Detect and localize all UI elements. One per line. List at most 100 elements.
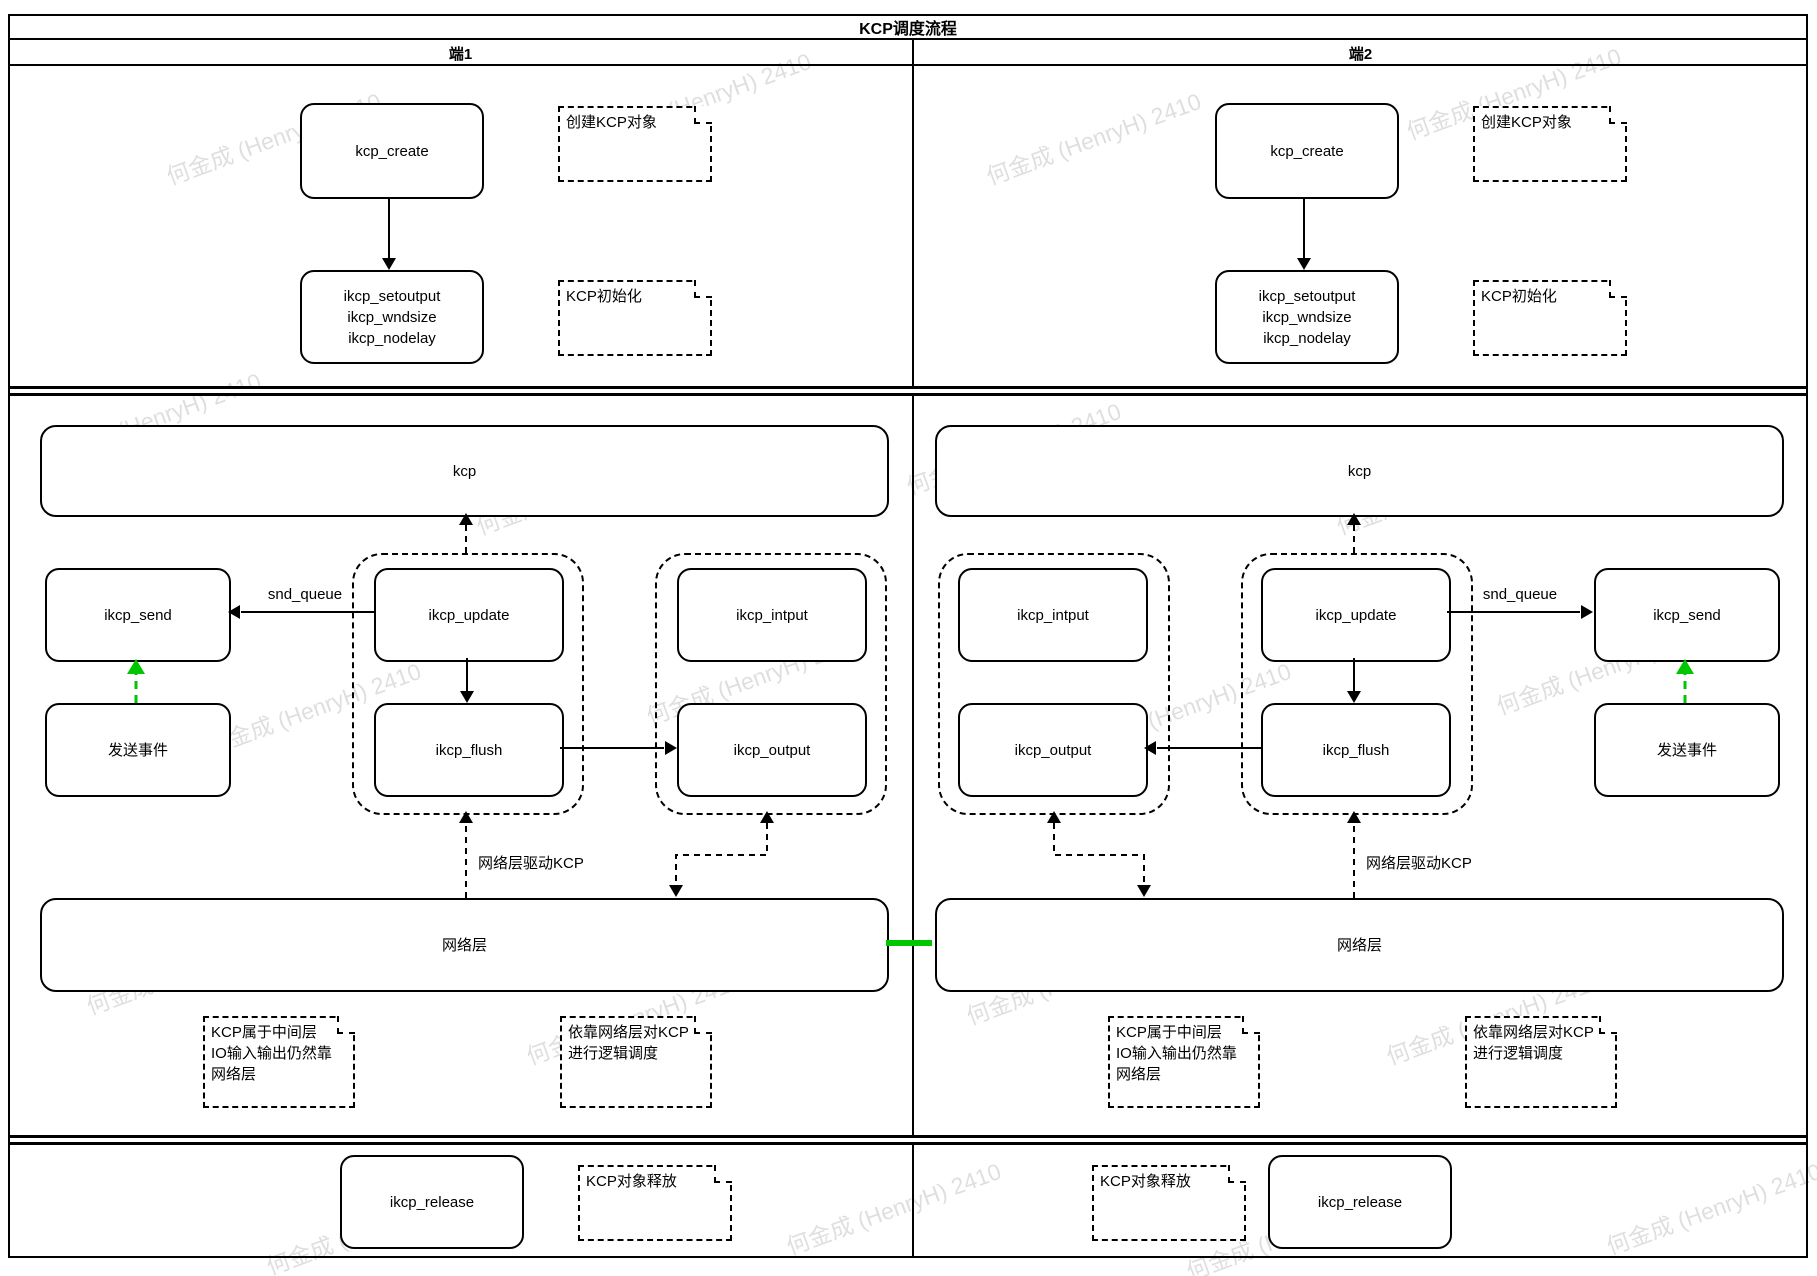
snd-queue-edge-label-e1: snd_queue xyxy=(267,586,343,603)
lane-divider-line xyxy=(912,40,914,1258)
ikcp-send-node-e2: ikcp_send xyxy=(1594,568,1780,662)
ikcp-send-node-e1: ikcp_send xyxy=(45,568,231,662)
ikcp-output-label-e1: ikcp_output xyxy=(733,741,811,759)
kcp-init-node-e1: ikcp_setoutput ikcp_wndsize ikcp_nodelay xyxy=(300,270,484,364)
ikcp-intput-label-e1: ikcp_intput xyxy=(736,606,808,624)
ikcp-intput-label-e2: ikcp_intput xyxy=(1017,606,1089,624)
ikcp-flush-label-e2: ikcp_flush xyxy=(1322,741,1390,759)
ikcp-update-label-e1: ikcp_update xyxy=(428,606,510,624)
input-output-group-e1 xyxy=(655,553,887,815)
net-drive-edge-label-e2: 网络层驱动KCP xyxy=(1366,855,1472,872)
elbow-io-group-network-e1 xyxy=(675,823,768,886)
note-rely-line-2: 进行逻辑调度 xyxy=(568,1045,659,1062)
note-fold-icon xyxy=(694,280,712,298)
ikcp-flush-node-e1: ikcp_flush xyxy=(374,703,564,797)
note-middle-line-3: 网络层 xyxy=(211,1066,257,1083)
arrowhead-right-icon xyxy=(1581,605,1593,619)
note-middle-line-2: IO输入输出仍然靠 xyxy=(1116,1045,1237,1062)
arrowhead-down-icon xyxy=(382,258,396,270)
note-rely-line-1: 依靠网络层对KCP xyxy=(568,1024,689,1041)
note-rely-network-e1: 依靠网络层对KCP 进行逻辑调度 xyxy=(560,1016,712,1108)
diagram-frame xyxy=(8,14,1808,1258)
note-rely-line-2: 进行逻辑调度 xyxy=(1473,1045,1564,1062)
ikcp-update-node-e1: ikcp_update xyxy=(374,568,564,662)
kcp-object-node-e2: kcp xyxy=(935,425,1784,517)
note-fold-icon xyxy=(1242,1016,1260,1034)
net-drive-edge-label-e1: 网络层驱动KCP xyxy=(478,855,584,872)
note-fold-icon xyxy=(337,1016,355,1034)
arrowhead-down-icon xyxy=(1137,885,1151,897)
note-create-kcp-text-e1: 创建KCP对象 xyxy=(566,114,657,131)
snd-queue-edge-label-e2: snd_queue xyxy=(1482,586,1558,603)
ikcp-release-label-e2: ikcp_release xyxy=(1317,1193,1403,1211)
init-line-3: ikcp_nodelay xyxy=(348,329,436,347)
title-separator-line xyxy=(8,38,1808,40)
ikcp-intput-node-e1: ikcp_intput xyxy=(677,568,867,662)
elbow-io-group-network-e2 xyxy=(1053,823,1145,886)
kcp-create-node-e2: kcp_create xyxy=(1215,103,1399,199)
arrowhead-down-icon xyxy=(460,691,474,703)
note-release-text-e2: KCP对象释放 xyxy=(1100,1173,1191,1190)
phase-divider-2 xyxy=(10,1135,1806,1145)
ikcp-update-node-e2: ikcp_update xyxy=(1261,568,1451,662)
arrowhead-up-icon xyxy=(1347,811,1361,823)
kcp-create-node-e1: kcp_create xyxy=(300,103,484,199)
note-create-kcp-text-e2: 创建KCP对象 xyxy=(1481,114,1572,131)
note-fold-icon xyxy=(1599,1016,1617,1034)
note-release-text-e1: KCP对象释放 xyxy=(586,1173,677,1190)
kcp-object-label-e1: kcp xyxy=(452,462,477,480)
kcp-create-label-e2: kcp_create xyxy=(1270,142,1344,160)
ikcp-output-label-e2: ikcp_output xyxy=(1014,741,1092,759)
note-kcp-middle-layer-e2: KCP属于中间层 IO输入输出仍然靠 网络层 xyxy=(1108,1016,1260,1108)
note-middle-line-3: 网络层 xyxy=(1116,1066,1162,1083)
update-flush-group-e1 xyxy=(352,553,584,815)
ikcp-send-label-e2: ikcp_send xyxy=(1653,606,1721,624)
note-rely-network-e2: 依靠网络层对KCP 进行逻辑调度 xyxy=(1465,1016,1617,1108)
ikcp-send-label-e1: ikcp_send xyxy=(104,606,172,624)
note-middle-line-1: KCP属于中间层 xyxy=(1116,1024,1222,1041)
init-line-1: ikcp_setoutput xyxy=(1258,287,1356,305)
header-separator-line xyxy=(8,64,1808,66)
arrowhead-up-icon xyxy=(1047,811,1061,823)
arrowhead-up-green-icon xyxy=(1676,659,1694,674)
update-flush-group-e2 xyxy=(1241,553,1473,815)
network-layer-node-e1: 网络层 xyxy=(40,898,889,992)
network-layer-label-e1: 网络层 xyxy=(441,936,487,954)
network-layer-label-e2: 网络层 xyxy=(1336,936,1382,954)
init-line-2: ikcp_wndsize xyxy=(1262,308,1352,326)
arrowhead-down-icon xyxy=(669,885,683,897)
init-line-1: ikcp_setoutput xyxy=(343,287,441,305)
note-create-kcp-e2: 创建KCP对象 xyxy=(1473,106,1627,182)
note-fold-icon xyxy=(694,1016,712,1034)
note-kcp-middle-layer-e1: KCP属于中间层 IO输入输出仍然靠 网络层 xyxy=(203,1016,355,1108)
note-middle-line-2: IO输入输出仍然靠 xyxy=(211,1045,332,1062)
send-event-node-e1: 发送事件 xyxy=(45,703,231,797)
kcp-create-label-e1: kcp_create xyxy=(355,142,429,160)
network-layer-node-e2: 网络层 xyxy=(935,898,1784,992)
ikcp-update-label-e2: ikcp_update xyxy=(1315,606,1397,624)
note-fold-icon xyxy=(694,106,712,124)
note-fold-icon xyxy=(1609,280,1627,298)
note-rely-line-1: 依靠网络层对KCP xyxy=(1473,1024,1594,1041)
arrowhead-up-icon xyxy=(760,811,774,823)
ikcp-release-label-e1: ikcp_release xyxy=(389,1193,475,1211)
note-fold-icon xyxy=(714,1165,732,1183)
arrowhead-left-icon xyxy=(1144,741,1156,755)
diagram-title: KCP调度流程 xyxy=(859,21,957,38)
note-release-e1: KCP对象释放 xyxy=(578,1165,732,1241)
arrowhead-up-icon xyxy=(459,513,473,525)
note-kcp-init-e1: KCP初始化 xyxy=(558,280,712,356)
init-line-3: ikcp_nodelay xyxy=(1263,329,1351,347)
phase-divider-1 xyxy=(10,386,1806,396)
arrowhead-right-icon xyxy=(665,741,677,755)
note-kcp-init-text-e1: KCP初始化 xyxy=(566,288,642,305)
ikcp-flush-label-e1: ikcp_flush xyxy=(435,741,503,759)
arrowhead-left-icon xyxy=(228,605,240,619)
note-fold-icon xyxy=(1228,1165,1246,1183)
note-middle-line-1: KCP属于中间层 xyxy=(211,1024,317,1041)
ikcp-output-node-e1: ikcp_output xyxy=(677,703,867,797)
arrowhead-up-green-icon xyxy=(127,659,145,674)
arrowhead-down-icon xyxy=(1347,691,1361,703)
